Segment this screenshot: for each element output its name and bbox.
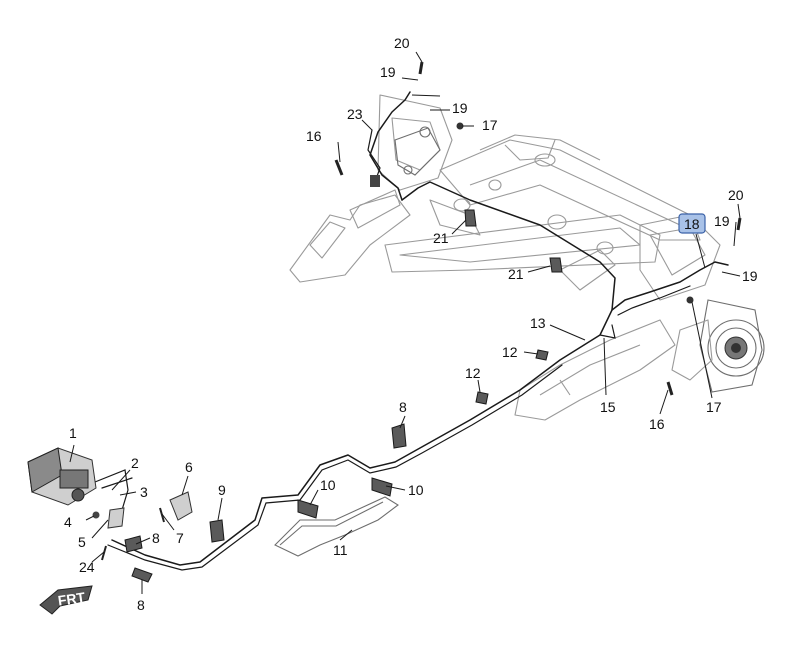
callout-3: 3: [140, 484, 148, 500]
callout-19b: 19: [452, 100, 468, 116]
callout-24: 24: [79, 559, 95, 575]
front-arrow-label: FRT: [57, 589, 87, 609]
callout-16a: 16: [306, 128, 322, 144]
callout-9: 9: [218, 482, 226, 498]
rear-subframe: [289, 94, 765, 421]
front-direction-arrow: FRT: [39, 585, 93, 615]
callout-18-highlight: [678, 213, 706, 234]
callout-15: 15: [600, 399, 616, 415]
callout-12a: 12: [465, 365, 481, 381]
callout-10b: 10: [408, 482, 424, 498]
callout-18: 18: [684, 216, 700, 232]
callout-1: 1: [69, 425, 77, 441]
callout-19a: 19: [380, 64, 396, 80]
callout-8b: 8: [137, 597, 145, 613]
callout-10a: 10: [320, 477, 336, 493]
callout-5: 5: [78, 534, 86, 550]
callout-19d: 19: [742, 268, 758, 284]
callout-13: 13: [530, 315, 546, 331]
callout-17a: 17: [482, 117, 498, 133]
callout-2: 2: [131, 455, 139, 471]
callout-21a: 21: [433, 230, 449, 246]
callout-16b: 16: [649, 416, 665, 432]
callout-labels: 1 2 3 4 5 6 7 8 8 8 9 10 10 11 12 12 13 …: [64, 35, 758, 613]
callout-12b: 12: [502, 344, 518, 360]
callout-23: 23: [347, 106, 363, 122]
callout-8c: 8: [399, 399, 407, 415]
callout-11: 11: [333, 542, 348, 558]
leader-lines: [69, 51, 741, 594]
callout-19c: 19: [714, 213, 730, 229]
callout-20a: 20: [394, 35, 410, 51]
callout-21b: 21: [508, 266, 524, 282]
callout-20b: 20: [728, 187, 744, 203]
callout-4: 4: [64, 514, 72, 530]
callout-17b: 17: [706, 399, 722, 415]
callout-7: 7: [176, 530, 184, 546]
parts: [27, 61, 742, 583]
underbody-shield: [274, 496, 399, 557]
callout-8a: 8: [152, 530, 160, 546]
callout-6: 6: [185, 459, 193, 475]
